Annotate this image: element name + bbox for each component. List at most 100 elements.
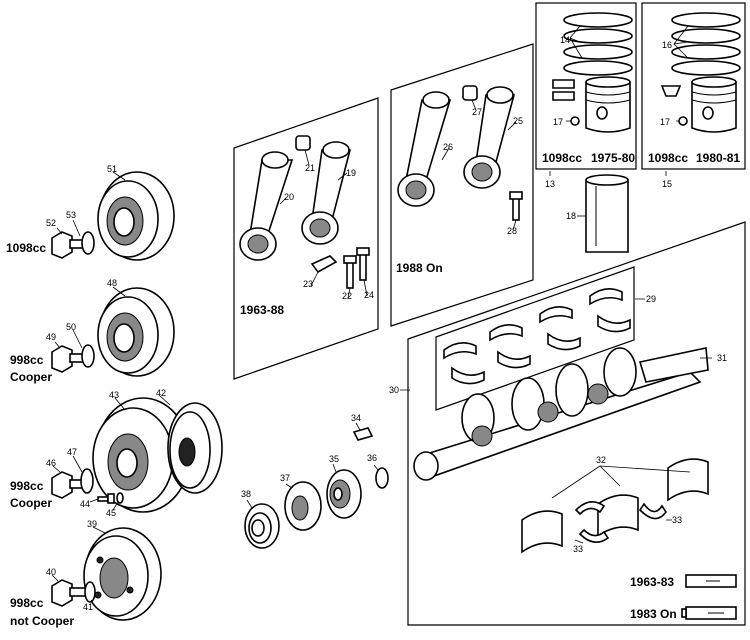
legend-label-1963-83: 1963-83 bbox=[630, 575, 674, 589]
legend-label-1983-on: 1983 On bbox=[630, 607, 677, 621]
label-35: 35 bbox=[329, 454, 339, 464]
piston-rings-16 bbox=[671, 12, 741, 76]
circlip-17a bbox=[570, 116, 580, 126]
label-21: 21 bbox=[305, 163, 315, 173]
bush-27 bbox=[462, 85, 478, 101]
spacer-36 bbox=[375, 467, 389, 489]
label-17b: 17 bbox=[660, 117, 670, 127]
label-48: 48 bbox=[107, 278, 117, 288]
label-40: 40 bbox=[46, 567, 56, 577]
label-25: 25 bbox=[513, 116, 523, 126]
label-998cc-b: 998cc bbox=[10, 479, 44, 493]
label-19: 19 bbox=[346, 168, 356, 178]
label-18: 18 bbox=[566, 211, 576, 221]
label-cooper-a: Cooper bbox=[10, 370, 52, 384]
big-end-bearings-32 bbox=[521, 458, 709, 554]
label-44: 44 bbox=[80, 499, 90, 509]
main-bearings-box-29 bbox=[435, 266, 635, 411]
label-36: 36 bbox=[367, 453, 377, 463]
label-30: 30 bbox=[389, 385, 399, 395]
bolt-46 bbox=[51, 471, 89, 499]
label-31: 31 bbox=[717, 353, 727, 363]
crankshaft-box bbox=[407, 221, 746, 626]
label-52: 52 bbox=[46, 218, 56, 228]
label-998cc-c: 998cc bbox=[10, 596, 44, 610]
label-box1-cc: 1098cc bbox=[542, 151, 582, 165]
label-51: 51 bbox=[107, 164, 117, 174]
gudgeon-pin-a bbox=[552, 79, 575, 101]
piston-rings-14 bbox=[563, 12, 633, 76]
conrod-box-1963-88 bbox=[233, 97, 379, 380]
gudgeon-pin-b bbox=[660, 85, 682, 97]
label-42: 42 bbox=[156, 388, 166, 398]
washer-50 bbox=[81, 344, 95, 368]
piston-13 bbox=[585, 76, 631, 133]
washer-41 bbox=[84, 581, 96, 603]
crankshaft-31 bbox=[413, 347, 709, 481]
label-20: 20 bbox=[284, 192, 294, 202]
piston-box-1980-81 bbox=[641, 2, 746, 170]
label-27: 27 bbox=[472, 107, 482, 117]
label-box2-yr: 1980-81 bbox=[696, 151, 740, 165]
conrod-20 bbox=[239, 151, 294, 261]
label-1098cc-top: 1098cc bbox=[6, 241, 46, 255]
oil-seal-38 bbox=[244, 503, 280, 549]
thrust-washers-33 bbox=[574, 501, 667, 543]
sprocket-35 bbox=[326, 469, 362, 519]
label-not-cooper: not Cooper bbox=[10, 614, 74, 628]
pulley-39 bbox=[83, 527, 162, 621]
label-45: 45 bbox=[106, 508, 116, 518]
label-38: 38 bbox=[241, 489, 251, 499]
label-13: 13 bbox=[545, 179, 555, 189]
bush-21 bbox=[295, 135, 311, 151]
label-32: 32 bbox=[596, 455, 606, 465]
liner-18 bbox=[585, 174, 629, 253]
piston-box-1975-80 bbox=[535, 2, 637, 170]
label-33a: 33 bbox=[573, 544, 583, 554]
label-33b: 33 bbox=[672, 515, 682, 525]
label-cooper-b: Cooper bbox=[10, 496, 52, 510]
label-box1-yr: 1975-80 bbox=[591, 151, 635, 165]
conrod-19 bbox=[301, 141, 352, 245]
pulley-42 bbox=[167, 402, 223, 494]
label-53: 53 bbox=[66, 210, 76, 220]
label-14: 14 bbox=[560, 35, 570, 45]
bolt-28 bbox=[509, 191, 523, 221]
bolt-24 bbox=[356, 247, 370, 281]
label-17a: 17 bbox=[553, 117, 563, 127]
label-1988-on: 1988 On bbox=[396, 261, 443, 275]
conrod-25 bbox=[463, 86, 516, 189]
label-37: 37 bbox=[280, 473, 290, 483]
label-34: 34 bbox=[351, 413, 361, 423]
label-28: 28 bbox=[507, 226, 517, 236]
pulley-51 bbox=[97, 171, 175, 261]
washer-45 bbox=[116, 492, 124, 504]
pulley-43 bbox=[92, 397, 191, 513]
lockplate-23 bbox=[310, 255, 338, 274]
bolt-49 bbox=[51, 345, 89, 373]
label-47: 47 bbox=[67, 447, 77, 457]
label-box2-cc: 1098cc bbox=[648, 151, 688, 165]
conrod-26 bbox=[397, 91, 452, 207]
pulley-48 bbox=[97, 287, 175, 377]
washer-53 bbox=[81, 231, 95, 255]
main-bearings-29 bbox=[443, 288, 631, 385]
label-15: 15 bbox=[662, 179, 672, 189]
piston-15 bbox=[691, 76, 737, 133]
washer-47 bbox=[80, 468, 94, 494]
label-46: 46 bbox=[46, 458, 56, 468]
label-41: 41 bbox=[83, 602, 93, 612]
label-29: 29 bbox=[646, 294, 656, 304]
key-34 bbox=[352, 427, 374, 441]
label-50: 50 bbox=[66, 322, 76, 332]
label-49: 49 bbox=[46, 332, 56, 342]
label-39: 39 bbox=[87, 519, 97, 529]
label-23: 23 bbox=[303, 279, 313, 289]
label-24: 24 bbox=[364, 290, 374, 300]
label-26: 26 bbox=[443, 142, 453, 152]
circlip-17b bbox=[678, 116, 688, 126]
label-1963-88: 1963-88 bbox=[240, 303, 284, 317]
label-998cc-a: 998cc bbox=[10, 353, 44, 367]
label-16: 16 bbox=[662, 40, 672, 50]
